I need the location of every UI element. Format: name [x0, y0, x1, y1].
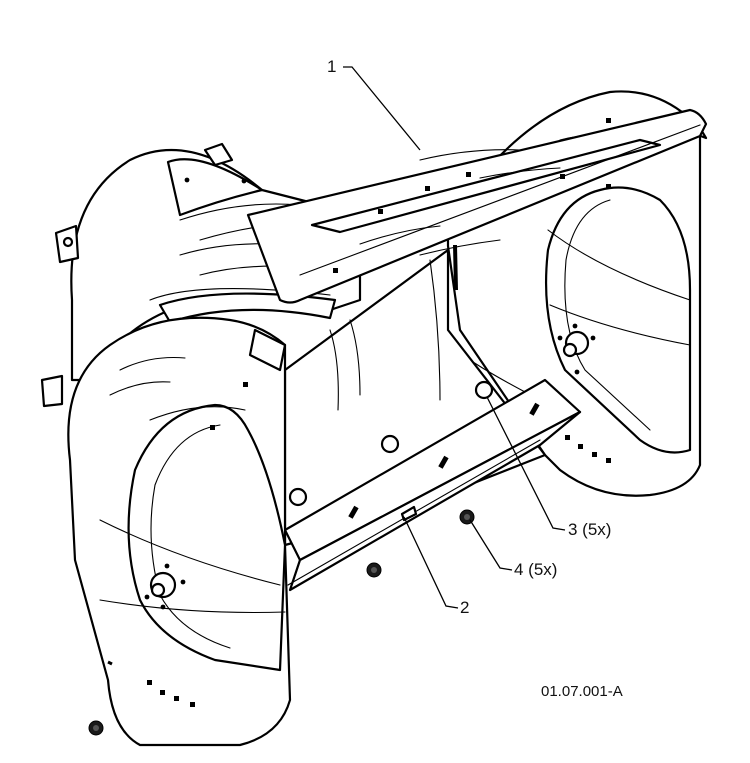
leader-2 [403, 516, 459, 609]
carriage-bolt [288, 380, 494, 507]
callout-1-label: 1 [327, 57, 336, 76]
leader-3 [486, 396, 566, 531]
callout-4-label: 4 (5x) [514, 560, 557, 579]
callout-3-label: 3 (5x) [568, 520, 611, 539]
housing-top-plate [246, 108, 708, 304]
figure-id-label: 01.07.001-A [541, 683, 623, 700]
right-axle-hub [557, 323, 596, 375]
hex-nut [88, 720, 104, 736]
left-axle-hub [144, 563, 186, 610]
callout-leaders [343, 66, 566, 609]
leader-4 [469, 519, 513, 571]
callout-2-label: 2 [460, 598, 469, 617]
hex-nut [366, 562, 382, 578]
left-housing-panel [67, 316, 292, 747]
leader-1 [343, 66, 421, 151]
scraper-bar [283, 378, 582, 592]
callout-labels: 1 2 3 (5x) 4 (5x) [327, 57, 611, 617]
